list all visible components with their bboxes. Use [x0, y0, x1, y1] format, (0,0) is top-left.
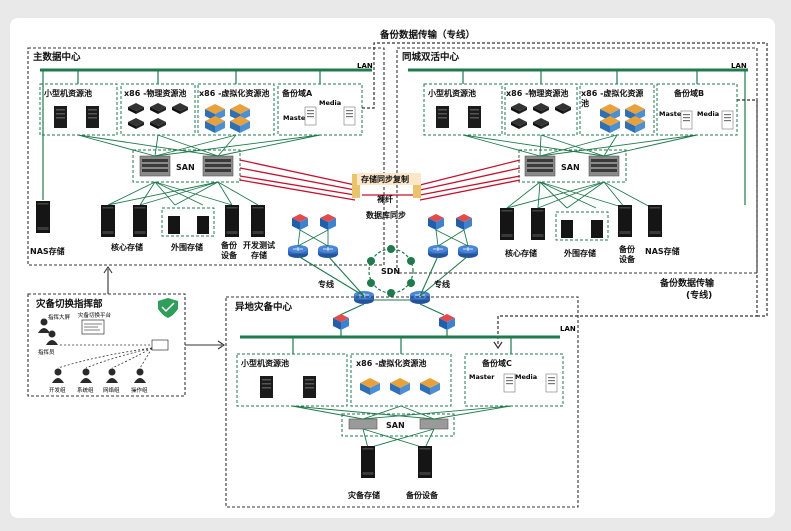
same-city-storage-label: 外围存储 [564, 248, 596, 258]
command-title: 灾备切换指挥部 [36, 298, 103, 310]
same-city-storage-label: 设备 [619, 254, 636, 264]
same-city-lan-label: LAN [731, 62, 747, 70]
remote-master-label: Master [469, 373, 495, 381]
sdn-label: SDN [381, 267, 400, 276]
inter-dc-link: 存储同步复制 裸纤 数据库同步 SDN 专线 专线 [239, 159, 521, 316]
same-city-active-dc: 同城双活中心 LAN 小型机资源池 x86 -物理资源池 x86 -虚拟化资源 … [396, 47, 758, 274]
bare-fiber-label: 裸纤 [377, 194, 393, 204]
remote-pool-label: 备份域C [481, 358, 512, 368]
storage-sync-label: 存储同步复制 [360, 174, 409, 184]
main-storage-label: NAS存储 [30, 246, 65, 256]
same-city-storage-label: NAS存储 [645, 246, 680, 256]
dedicated-line-right: 专线 [434, 279, 450, 289]
dedicated-line-left: 专线 [318, 279, 334, 289]
remote-disaster-recovery-dc: 异地灾备中心 LAN 小型机资源池 x86 -虚拟化资源池 备份域C Maste… [225, 296, 579, 508]
main-storage-label: 设备 [221, 250, 238, 260]
command-arrows [103, 266, 225, 350]
same-city-pool-label: 池 [581, 98, 589, 108]
backup-path-top [362, 42, 397, 109]
remote-dc-title: 异地灾备中心 [235, 301, 293, 313]
backup-transfer-right-label: (专线) [686, 289, 712, 301]
same-city-title: 同城双活中心 [402, 51, 460, 63]
main-pool-label: x86 -物理资源池 [124, 88, 186, 98]
card-background [10, 18, 775, 518]
dr-switch-command-center: 灾备切换指挥部 指挥大屏 灾备切换平台 指挥员 开发组 系统组 网络组 操作组 [27, 293, 186, 397]
remote-pool-label: 小型机资源池 [240, 358, 289, 368]
main-data-center: 主数据中心 LAN 小型机资源池 x86 -物理资源池 x86 -虚拟化资源池 … [27, 47, 385, 266]
remote-storage-label: 灾备存储 [348, 490, 380, 500]
main-media-label: Media [319, 99, 341, 107]
main-storage-label: 核心存储 [111, 242, 143, 252]
team-label: 网络组 [103, 386, 120, 394]
main-master-label: Master [283, 114, 309, 122]
main-pool-label: x86 -虚拟化资源池 [199, 88, 269, 98]
main-lan-label: LAN [357, 62, 373, 70]
main-storage-label: 外围存储 [171, 242, 203, 252]
same-city-storage-label: 备份 [618, 244, 636, 254]
remote-lan-label: LAN [560, 325, 576, 333]
remote-san-label: SAN [386, 421, 405, 430]
backup-transfer-right-label: 备份数据传输 [659, 277, 715, 289]
team-label: 系统组 [77, 386, 94, 394]
same-city-pool-label: x86 -虚拟化资源 [581, 88, 643, 98]
same-city-master-label: Master [659, 110, 685, 118]
db-sync-label: 数据库同步 [366, 210, 406, 220]
main-pool-label: 小型机资源池 [43, 88, 92, 98]
same-city-san-label: SAN [561, 163, 580, 172]
main-pool-label: 备份域A [281, 88, 313, 98]
same-city-media-label: Media [697, 110, 719, 118]
commander-screen-label: 指挥大屏 [48, 313, 71, 321]
same-city-pool-label: x86 -物理资源池 [506, 88, 568, 98]
team-label: 开发组 [49, 386, 66, 394]
main-dc-title: 主数据中心 [33, 51, 81, 63]
main-san-label: SAN [176, 163, 195, 172]
leader-label: 指挥员 [38, 348, 55, 356]
main-storage-label: 开发测试 [243, 240, 275, 250]
remote-pool-label: x86 -虚拟化资源池 [356, 358, 426, 368]
platform-label: 灾备切换平台 [78, 311, 112, 319]
same-city-storage-label: 核心存储 [505, 248, 537, 258]
main-storage-label: 存储 [250, 250, 267, 260]
backup-transfer-dashed-box [397, 42, 768, 317]
backup-transfer-top-label: 备份数据传输（专线） [379, 29, 475, 41]
laptop-icon [151, 339, 169, 351]
backup-path-right [497, 99, 758, 346]
same-city-pool-label: 小型机资源池 [427, 88, 476, 98]
team-label: 操作组 [131, 386, 148, 394]
remote-storage-label: 备份设备 [405, 490, 439, 500]
remote-media-label: Media [515, 373, 537, 381]
main-storage-label: 备份 [220, 240, 238, 250]
same-city-pool-label: 备份域B [673, 88, 704, 98]
